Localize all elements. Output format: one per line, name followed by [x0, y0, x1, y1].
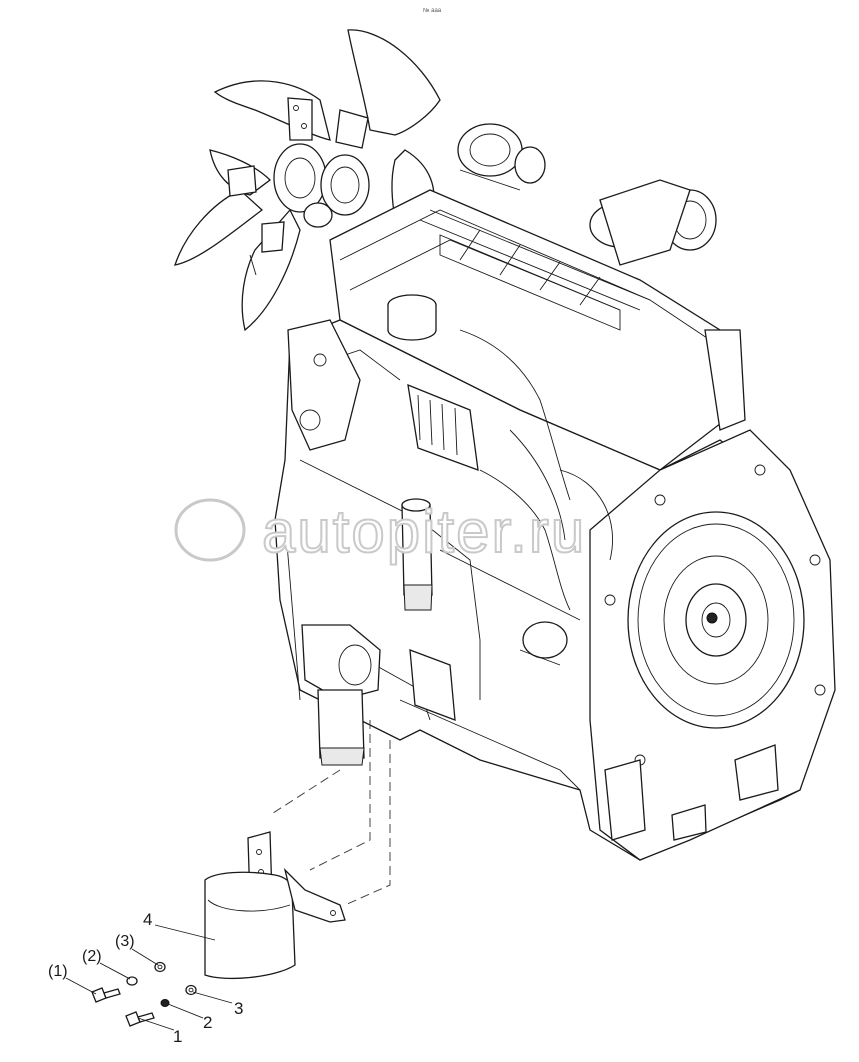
- watermark-text: autopiter.ru: [262, 498, 586, 565]
- engine-block: [274, 123, 836, 861]
- fasteners: [91, 961, 197, 1027]
- heat-shield-part-4: [204, 831, 346, 980]
- nut-lower: [185, 984, 197, 996]
- callout-1: 1: [173, 1027, 182, 1046]
- fan-pulley: [303, 154, 370, 228]
- bolt-upper: [91, 987, 121, 1003]
- callouts: (1) (2) (3) 4 1 2 3: [48, 910, 243, 1046]
- callout-1-ref: (1): [48, 963, 68, 980]
- watermark: autopiter.ru: [174, 497, 586, 566]
- bolt-lower: [125, 1011, 155, 1027]
- corner-mark: № ааа: [423, 7, 442, 14]
- washer-lower: [160, 999, 170, 1007]
- callout-4: 4: [143, 910, 152, 929]
- cooling-fan: [174, 29, 441, 332]
- callout-3: 3: [234, 999, 243, 1018]
- callout-2-ref: (2): [82, 948, 102, 965]
- callout-2: 2: [203, 1013, 212, 1032]
- callout-3-ref: (3): [115, 933, 135, 950]
- assembly-lines: [269, 720, 391, 906]
